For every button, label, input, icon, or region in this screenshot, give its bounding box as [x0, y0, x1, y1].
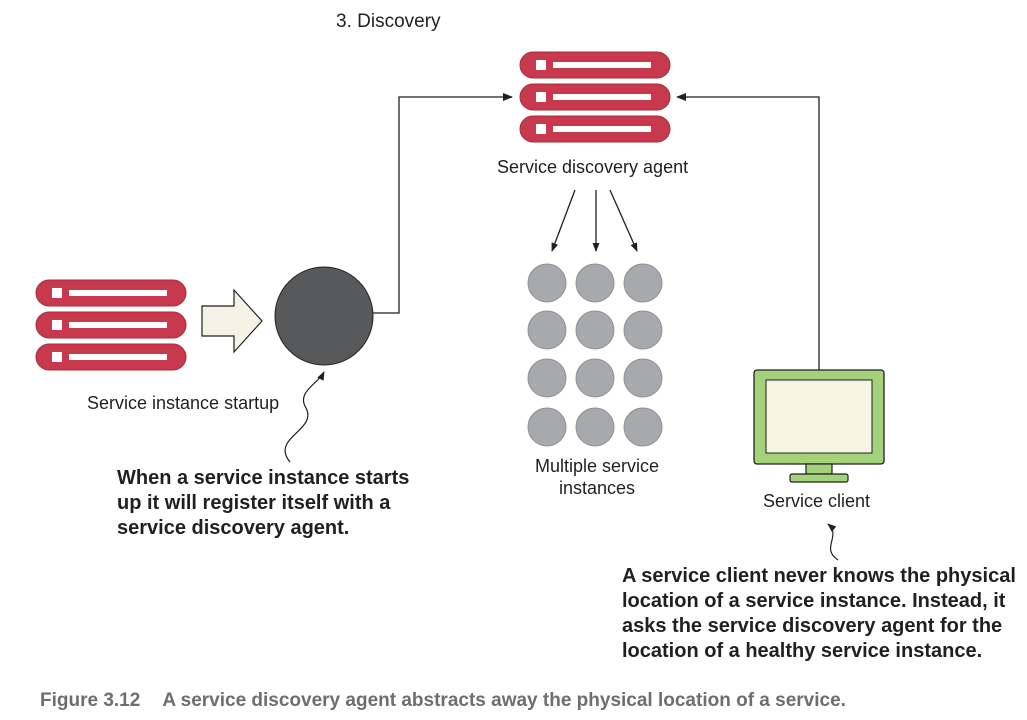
discovery-agent-server-icon: [519, 51, 671, 143]
service-instance-server-icon: [35, 279, 187, 371]
register-callout-pointer: [284, 371, 325, 463]
client-lookup-connector: [676, 93, 820, 370]
register-connector: [373, 93, 513, 314]
client-callout-text: A service client never knows the physica…: [622, 565, 1016, 662]
stage-title: 3. Discovery: [336, 11, 441, 32]
figure-number: Figure 3.12: [40, 690, 141, 711]
startup-arrow-icon: [201, 288, 263, 354]
agent-to-instances-arrows: [551, 189, 638, 252]
service-client-monitor-icon: [753, 369, 885, 483]
registering-instance-icon: [274, 266, 374, 366]
startup-label: Service instance startup: [87, 393, 280, 413]
figure-caption: Figure 3.12 A service discovery agent abs…: [40, 690, 846, 712]
service-instances-grid: [527, 263, 663, 447]
instances-label-line2: instances: [558, 478, 636, 498]
client-label: Service client: [763, 491, 871, 511]
figure-caption-text: A service discovery agent abstracts away…: [162, 690, 846, 711]
register-callout-text: When a service instance starts up it wil…: [117, 467, 410, 539]
client-callout-pointer: [827, 523, 839, 561]
instances-label-line1: Multiple service: [534, 456, 660, 476]
agent-label: Service discovery agent: [497, 157, 689, 177]
